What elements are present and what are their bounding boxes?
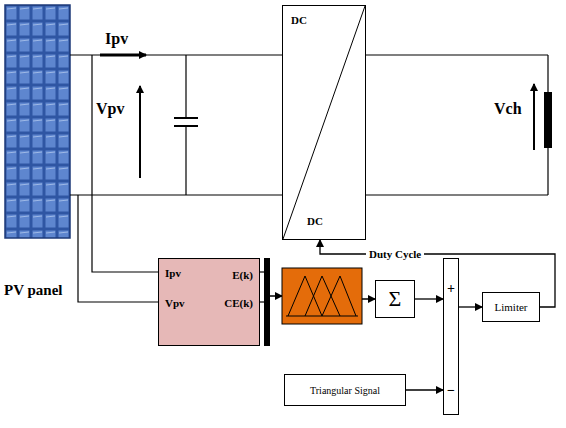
voltage-arrow	[533, 84, 535, 150]
summing-bar: +−	[443, 258, 459, 415]
sum-block: Σ	[375, 280, 415, 318]
signal-arrow	[270, 295, 282, 297]
fuzzy-block	[282, 268, 362, 324]
node-text: Triangular Signal	[310, 385, 380, 396]
node-text: CE(k)	[224, 297, 253, 309]
node-text: DC	[307, 215, 323, 227]
battery-symbol	[544, 92, 552, 148]
node-text: +	[444, 281, 458, 297]
current-arrow	[100, 54, 146, 57]
node-text: Limiter	[495, 301, 528, 313]
diagram-label: Vpv	[96, 100, 124, 118]
signal-connector	[459, 306, 482, 307]
node-text: Vpv	[165, 297, 185, 309]
limiter-block: Limiter	[482, 292, 540, 322]
input-block: Ipv E(k) Vpv CE(k)	[158, 258, 260, 346]
node-text: Σ	[389, 286, 402, 312]
signal-connector	[415, 298, 443, 299]
membership-functions	[286, 276, 358, 316]
voltage-arrow	[139, 86, 141, 178]
node-text: −	[444, 383, 458, 399]
node-text: DC	[291, 14, 307, 26]
signal-arrow	[362, 298, 375, 300]
signal-connector	[406, 389, 443, 390]
edge-label: Duty Cycle	[366, 248, 424, 260]
diagram-label: Ipv	[105, 30, 128, 48]
pv-panel	[5, 5, 70, 238]
diagram-label: Vch	[494, 100, 522, 118]
diagram-label: PV panel	[4, 282, 62, 299]
node-text: E(k)	[232, 269, 253, 281]
node-text: Ipv	[165, 267, 181, 279]
converter-box: DC DC	[282, 5, 366, 240]
mux-bar	[264, 258, 270, 346]
signal-block: Triangular Signal	[284, 374, 406, 406]
converter-diagonal	[283, 6, 365, 239]
capacitor-symbol	[174, 55, 198, 195]
